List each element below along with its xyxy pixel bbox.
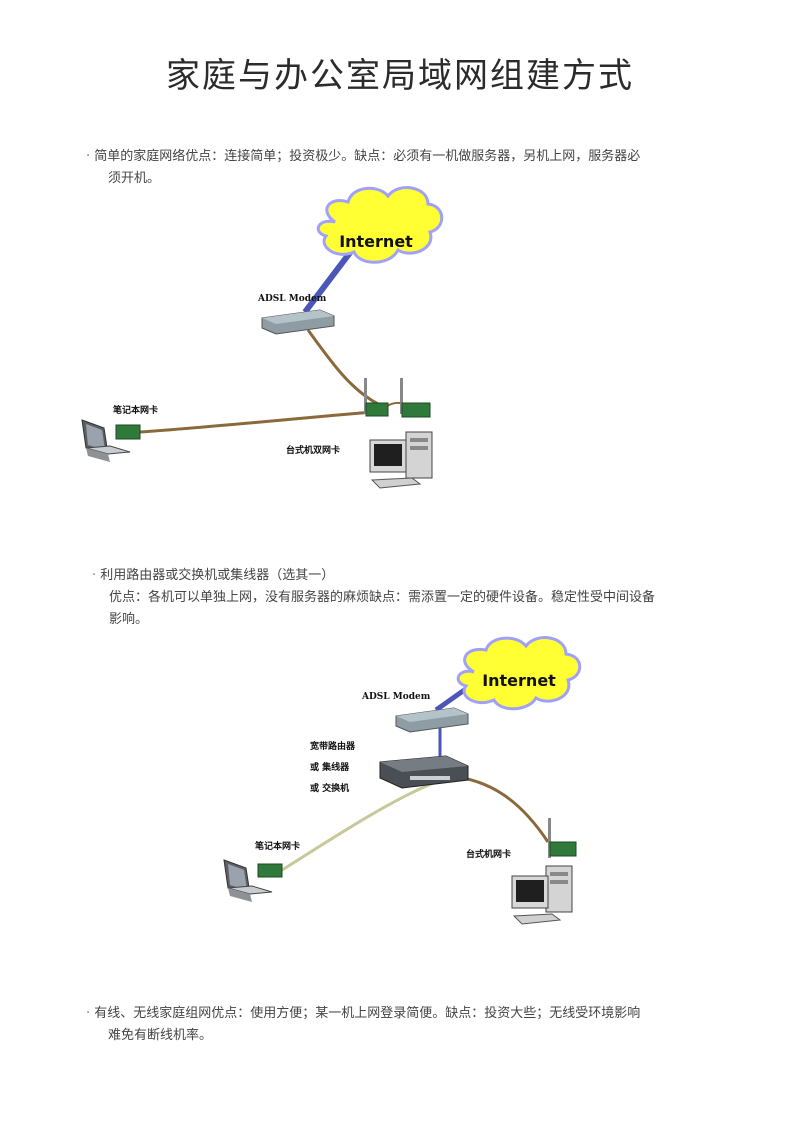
- router-label-line-2: 或 集线器: [310, 761, 350, 773]
- internet-cloud-icon: [316, 186, 444, 264]
- laptop-nic-card-icon: [115, 424, 141, 440]
- adsl-modem-icon: [395, 707, 469, 733]
- internet-label: Internet: [482, 671, 556, 690]
- desktop-nic-label: 台式机双网卡: [286, 444, 340, 456]
- internet-cloud-icon: [456, 636, 582, 711]
- laptop-nic-card-icon: [257, 863, 283, 878]
- section-1-line-1: 简单的家庭网络优点：连接简单；投资极少。缺点：必须有一机做服务器，另机上网，服务…: [94, 149, 641, 164]
- section-2-line-3: 影响。: [109, 612, 149, 627]
- laptop-icon: [81, 419, 131, 462]
- laptop-icon: [223, 859, 273, 902]
- section-2-line-2: 优点：各机可以单独上网，没有服务器的麻烦缺点：需添置一定的硬件设备。稳定性受中间…: [109, 590, 656, 605]
- laptop-to-router-cable: [281, 780, 437, 872]
- internet-label: Internet: [339, 232, 413, 251]
- section-2-line-1: 利用路由器或交换机或集线器（选其一）: [100, 568, 335, 583]
- section-1-line-2: 须开机。: [108, 171, 161, 186]
- modem-to-desktop-cable: [306, 329, 381, 407]
- section-3-line-2: 难免有断线机率。: [108, 1028, 213, 1043]
- section-router-network: · 利用路由器或交换机或集线器（选其一） 优点：各机可以单独上网，没有服务器的麻…: [92, 565, 655, 631]
- desktop-computer-icon: [511, 865, 573, 925]
- adsl-modem-icon: [261, 309, 335, 335]
- section-simple-home-network: · 简单的家庭网络优点：连接简单；投资极少。缺点：必须有一机做服务器，另机上网，…: [86, 146, 640, 190]
- router-label-line-3: 或 交换机: [310, 782, 349, 794]
- section-wired-wireless-network: · 有线、无线家庭组网优点：使用方便；某一机上网登录简便。缺点：投资大些；无线受…: [86, 1003, 640, 1047]
- desktop-computer-icon: [369, 431, 433, 489]
- bullet: ·: [86, 149, 91, 164]
- router-icon: [379, 755, 469, 789]
- laptop-nic-label: 笔记本网卡: [255, 840, 300, 852]
- bullet: ·: [86, 1006, 91, 1021]
- bullet: ·: [92, 568, 97, 583]
- page-title: 家庭与办公室局域网组建方式: [166, 56, 634, 96]
- adsl-modem-label: ADSL Modem: [361, 692, 431, 702]
- router-label-line-1: 宽带路由器: [309, 740, 356, 752]
- laptop-to-desktop-cable: [139, 410, 373, 434]
- laptop-nic-label: 笔记本网卡: [113, 404, 158, 416]
- desktop-nic-card-icon: [548, 818, 577, 858]
- router-to-desktop-cable: [449, 774, 550, 843]
- adsl-modem-label: ADSL Modem: [257, 294, 327, 304]
- desktop-nic-card-icon: [364, 378, 431, 418]
- desktop-nic-label: 台式机网卡: [466, 848, 511, 860]
- section-3-line-1: 有线、无线家庭组网优点：使用方便；某一机上网登录简便。缺点：投资大些；无线受环境…: [94, 1006, 641, 1021]
- phone-line: [302, 248, 355, 314]
